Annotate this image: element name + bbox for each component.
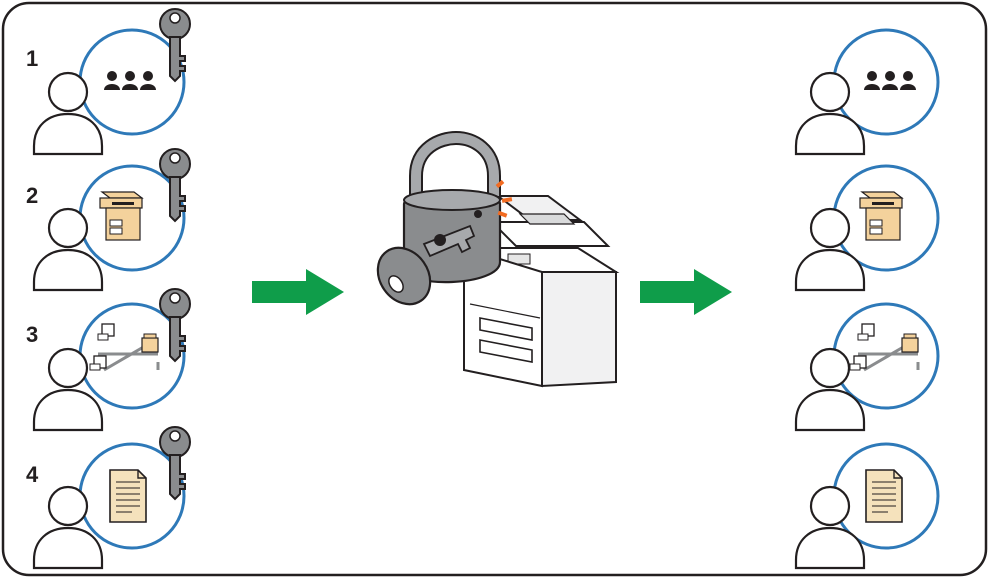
multifunction-printer-icon [100,192,142,240]
multifunction-printer-icon [860,192,902,240]
user-group-icon [864,71,916,90]
document-icon [110,470,146,522]
document-icon [866,470,902,522]
user-group-icon [104,71,156,90]
row-number-1: 1 [26,46,38,71]
left-circle-1 [80,30,184,134]
row-number-3: 3 [26,322,38,347]
row-number-2: 2 [26,183,38,208]
row-number-4: 4 [26,462,39,487]
